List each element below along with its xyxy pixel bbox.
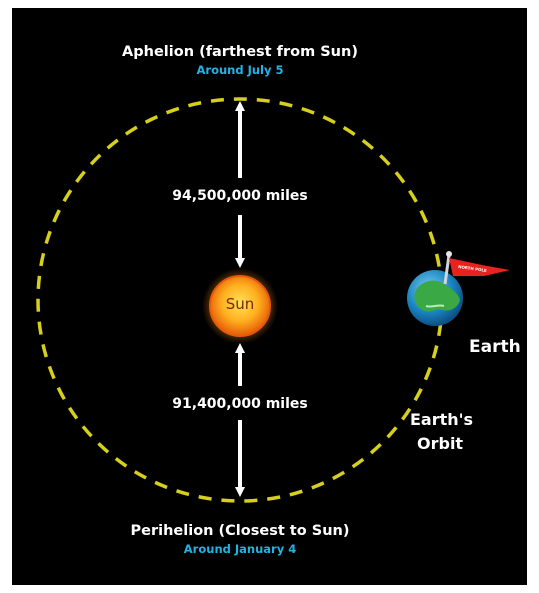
aphelion-title: Aphelion (farthest from Sun) [122, 44, 358, 60]
perihelion-title: Perihelion (Closest to Sun) [130, 523, 350, 539]
diagram-panel: Aphelion (farthest from Sun) Around July… [12, 8, 527, 585]
aphelion-date: Around July 5 [196, 63, 284, 77]
earth [407, 270, 463, 326]
perihelion-distance: 91,400,000 miles [170, 396, 310, 412]
north-pole-flag [443, 251, 510, 285]
sun-label: Sun [225, 295, 255, 313]
aphelion-distance: 94,500,000 miles [170, 188, 310, 204]
orbit-diagram [36, 97, 510, 503]
orbit-label-line1: Earth's [410, 410, 474, 429]
orbit-label-line2: Orbit [417, 434, 464, 453]
sun [209, 275, 271, 337]
perihelion-date: Around January 4 [183, 542, 297, 556]
earth-land [414, 280, 460, 312]
earth-label: Earth [469, 337, 521, 357]
